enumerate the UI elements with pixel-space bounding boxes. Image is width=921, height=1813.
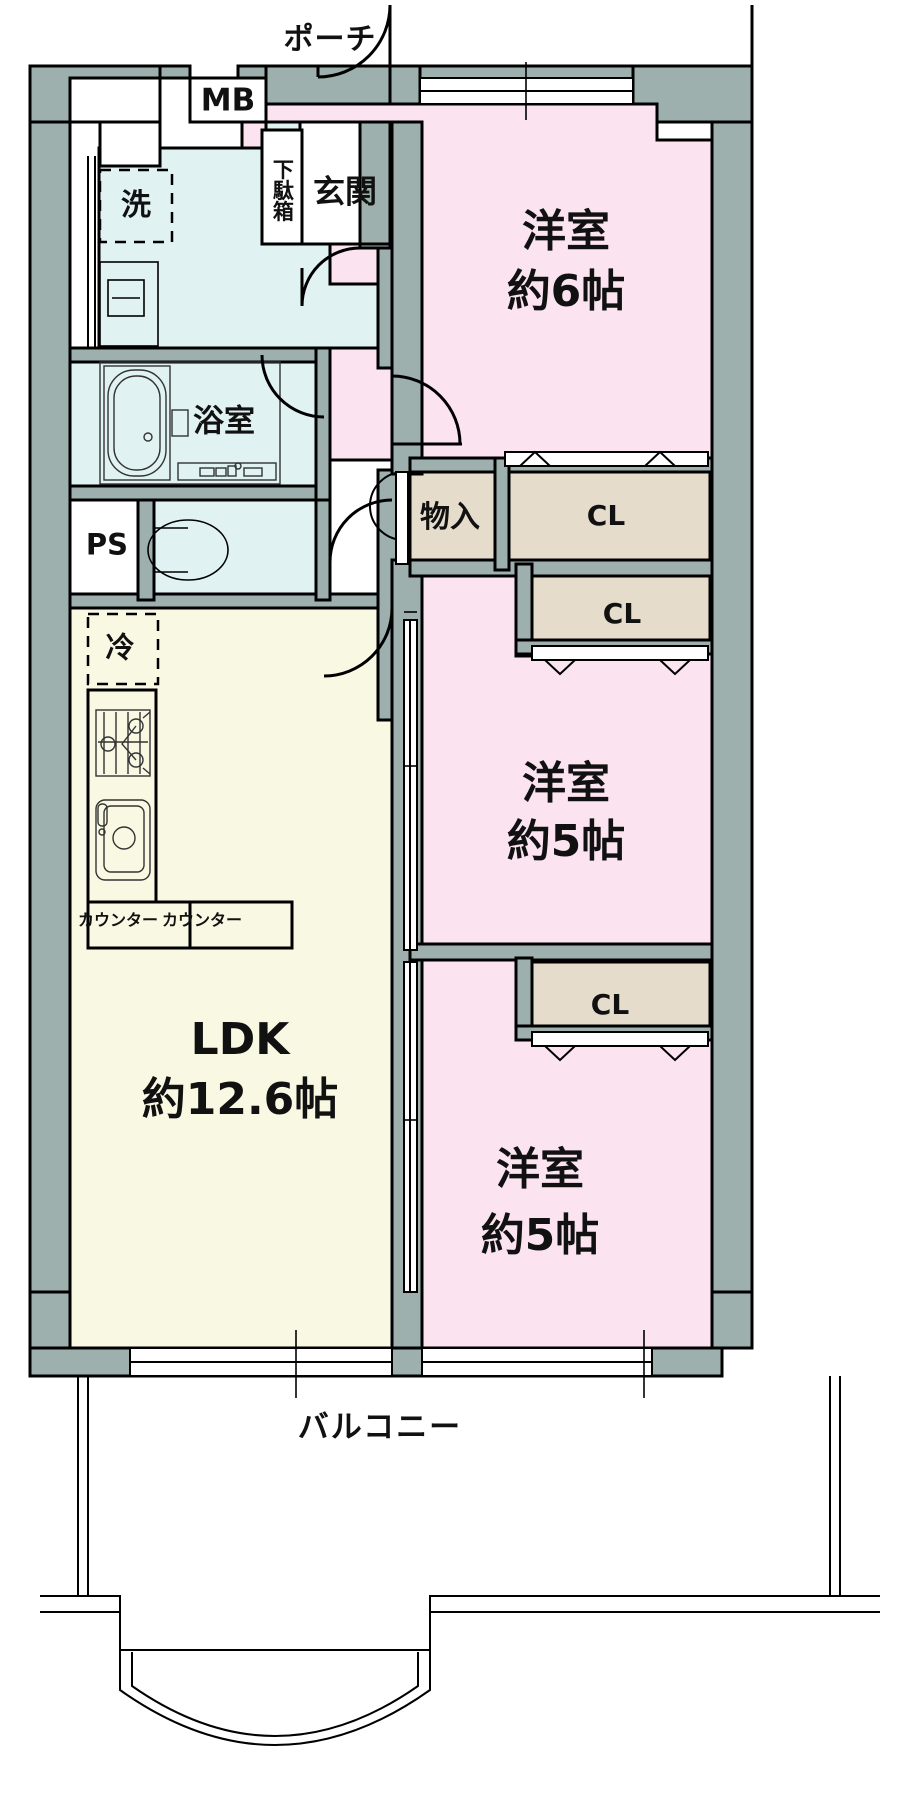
top-left-niche2 bbox=[98, 120, 162, 168]
washer-dashed-box bbox=[98, 168, 174, 244]
toilet-door bbox=[328, 498, 393, 563]
label-ldk-name: LDK bbox=[190, 1014, 290, 1066]
bath-counter bbox=[177, 462, 277, 481]
bath-faucet bbox=[171, 409, 189, 437]
label-counter-right: カウンター bbox=[161, 910, 243, 930]
label-bed6-size: 約6帖 bbox=[506, 266, 626, 318]
label-balcony: バルコニー bbox=[297, 1409, 463, 1446]
label-ps: PS bbox=[85, 527, 129, 562]
label-bed5b-size: 約5帖 bbox=[480, 1210, 600, 1262]
cl-low-doors bbox=[531, 1031, 709, 1062]
stove-burners bbox=[98, 711, 151, 775]
label-bed5a-name: 洋室 bbox=[522, 758, 610, 810]
label-monoire: 物入 bbox=[420, 499, 480, 535]
label-refrigerator: 冷 bbox=[105, 630, 135, 665]
bed5a-sliding-door bbox=[403, 611, 418, 951]
washroom-door bbox=[260, 354, 325, 419]
bath-fittings bbox=[199, 462, 263, 477]
label-mb: MB bbox=[200, 82, 256, 119]
cl-top-floor bbox=[501, 468, 712, 566]
cl-low-floor bbox=[528, 960, 712, 1038]
bed5b-sliding-door bbox=[403, 961, 418, 1293]
label-getabako: 下駄箱 bbox=[270, 158, 295, 222]
label-bathroom: 浴室 bbox=[193, 403, 255, 440]
entrance-door bbox=[316, 4, 392, 79]
mb-box bbox=[188, 76, 268, 124]
monoire-floor bbox=[408, 468, 497, 566]
cl-top-doors bbox=[504, 450, 709, 467]
ldk-floor bbox=[68, 606, 394, 1350]
monoire-door bbox=[369, 471, 409, 565]
getabako-box bbox=[260, 128, 304, 246]
label-bed5b-name: 洋室 bbox=[496, 1144, 584, 1196]
ps-floor bbox=[68, 498, 146, 602]
label-porch: ポーチ bbox=[283, 21, 377, 57]
label-genkan: 玄関 bbox=[312, 172, 378, 211]
top-left-niche bbox=[68, 76, 162, 124]
label-washer: 洗 bbox=[121, 187, 151, 223]
bathtub-outer bbox=[103, 365, 171, 481]
label-bed5a-size: 約5帖 bbox=[506, 816, 626, 868]
bathtub bbox=[107, 369, 167, 477]
refrigerator-dashed-box bbox=[86, 612, 160, 686]
bath-unit bbox=[99, 361, 281, 485]
cl-mid-doors bbox=[531, 645, 709, 676]
vanity bbox=[99, 261, 159, 347]
toilet-floor bbox=[150, 498, 332, 602]
window-ldk-balcony bbox=[129, 1330, 393, 1398]
bed6-door bbox=[391, 374, 462, 446]
label-cl-mid: CL bbox=[602, 596, 642, 630]
hall-ldk-door bbox=[323, 607, 394, 678]
kitchen-sink bbox=[95, 799, 151, 881]
sink-drain bbox=[112, 826, 136, 850]
faucet bbox=[97, 803, 108, 827]
label-cl-top: CL bbox=[586, 498, 626, 532]
counter-right-box bbox=[188, 900, 294, 950]
label-ldk-size: 約12.6帖 bbox=[141, 1074, 339, 1126]
balcony-outline bbox=[40, 1376, 880, 1746]
toilet-bowl bbox=[147, 519, 229, 581]
label-bed6-name: 洋室 bbox=[522, 206, 610, 258]
cl-mid-floor bbox=[528, 570, 712, 652]
window-bed5b-balcony bbox=[421, 1330, 653, 1398]
label-counter-left: カウンター bbox=[77, 910, 159, 930]
bath-drain bbox=[143, 432, 153, 442]
label-cl-low: CL bbox=[590, 987, 630, 1021]
interior-walls bbox=[68, 120, 714, 1350]
genkan-door bbox=[300, 246, 361, 307]
gas-stove bbox=[95, 709, 151, 777]
window-bed6-top bbox=[419, 62, 634, 120]
